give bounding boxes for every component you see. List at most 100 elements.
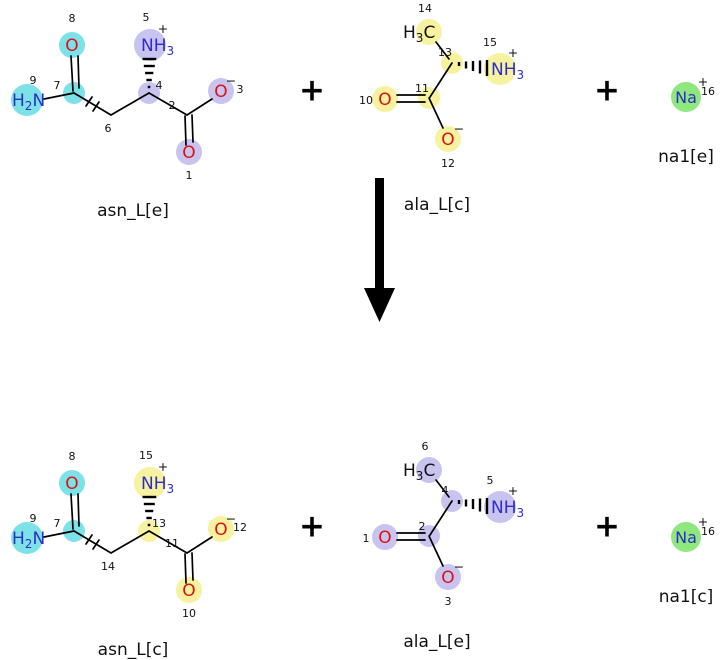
atom-label-o-dbl: O xyxy=(378,90,391,110)
asn-c-structure: O 8 H2N 9 7 NH3 + 15 13 14 11 O − 12 O 1… xyxy=(11,449,247,620)
asn-e-structure: O 8 H2N 9 7 NH3 + 5 4 6 2 O − 3 O 1 xyxy=(11,11,244,182)
map-num-amide-n: 9 xyxy=(30,74,37,87)
map-num-ch2: 14 xyxy=(101,560,115,573)
hashed-wedge-bond xyxy=(457,60,489,76)
atom-label-o-minus: O xyxy=(214,520,227,540)
atom-label-methyl: H3C xyxy=(403,23,435,45)
map-num-ch2: 6 xyxy=(105,122,112,135)
highlight-o-minus xyxy=(208,78,234,104)
atom-label-amine-n: NH3 xyxy=(141,36,174,58)
charge-o-minus: − xyxy=(454,559,464,574)
atom-label-o-dbl: O xyxy=(182,143,195,163)
hashed-wedge-bond xyxy=(457,498,489,514)
map-num-o-dbl: 10 xyxy=(359,94,373,107)
atom-label-o-minus: O xyxy=(214,82,227,102)
map-num-o-minus: 12 xyxy=(233,521,247,534)
map-num-alpha-c: 13 xyxy=(438,46,452,59)
hashed-wedge-bond xyxy=(142,495,157,527)
map-num-methyl: 6 xyxy=(422,440,429,453)
map-num-amine-n: 5 xyxy=(487,474,494,487)
atom-label-amide-o: O xyxy=(65,474,78,494)
atom-label-amide-o: O xyxy=(65,36,78,56)
arrow-head xyxy=(364,288,395,322)
reaction-arrow xyxy=(364,178,395,322)
plus-sign: + xyxy=(594,508,620,545)
atom-label-o-dbl: O xyxy=(378,528,391,548)
map-num-o-minus: 12 xyxy=(441,157,455,170)
plus-sign: + xyxy=(299,72,325,109)
charge-o-minus: − xyxy=(454,121,464,136)
map-num-methyl: 14 xyxy=(418,2,432,15)
na-c-ion: Na + 16 xyxy=(671,514,715,552)
highlight-circles xyxy=(11,29,234,165)
plus-sign: + xyxy=(594,72,620,109)
map-num-o-dbl: 10 xyxy=(182,607,196,620)
atom-label-amine-n: NH3 xyxy=(491,60,524,82)
map-num-o-dbl: 1 xyxy=(363,532,370,545)
charge-amine-n: + xyxy=(508,45,518,60)
highlight-amine-n xyxy=(134,29,166,61)
bond-lines xyxy=(396,479,453,567)
map-num-o-minus: 3 xyxy=(445,595,452,608)
bond-lines xyxy=(396,41,453,129)
map-num-carboxyl-c: 11 xyxy=(165,537,179,550)
molecule-label-na-c: na1[c] xyxy=(658,587,714,607)
map-num-o-dbl: 1 xyxy=(186,169,193,182)
highlight-circles xyxy=(11,467,234,603)
highlight-amine-n xyxy=(134,467,166,499)
charge-sodium: + xyxy=(698,514,708,529)
map-num-amide-n: 9 xyxy=(30,512,37,525)
map-num-carboxyl-c: 2 xyxy=(419,520,426,533)
atom-label-amine-n: NH3 xyxy=(141,474,174,496)
map-num-carboxyl-c: 11 xyxy=(415,82,429,95)
map-num-sodium: 16 xyxy=(701,85,715,98)
map-num-alpha-c: 13 xyxy=(152,517,166,530)
atom-label-sodium: Na xyxy=(675,528,697,547)
atom-label-amide-n: H2N xyxy=(12,91,45,113)
atom-label-o-dbl: O xyxy=(182,581,195,601)
map-num-amide-o: 8 xyxy=(69,12,76,25)
highlight-amide-n xyxy=(11,522,43,554)
charge-amine-n: + xyxy=(508,483,518,498)
highlight-amine-n xyxy=(484,491,516,523)
highlight-o-dbl xyxy=(176,139,202,165)
molecule-label-ala-e: ala_L[e] xyxy=(403,632,471,652)
ala-e-structure: H3C 6 4 NH3 + 5 2 O 1 O − 3 xyxy=(363,440,525,608)
map-num-alpha-c: 4 xyxy=(156,79,163,92)
ala-c-structure: H3C 14 13 NH3 + 15 11 O 10 O − 12 xyxy=(359,2,524,170)
highlight-sodium xyxy=(671,522,701,552)
atom-label-o-minus: O xyxy=(441,130,454,150)
map-num-amide-c: 7 xyxy=(54,517,61,530)
highlight-o-minus xyxy=(435,126,461,152)
na-e-ion: Na + 16 xyxy=(671,74,715,112)
highlight-o-dbl xyxy=(372,524,398,550)
highlight-amide-o xyxy=(59,32,85,58)
charge-sodium: + xyxy=(698,74,708,89)
charge-amine-n: + xyxy=(158,459,168,474)
map-num-carboxyl-c: 2 xyxy=(169,99,176,112)
highlight-circles xyxy=(372,457,516,590)
map-num-alpha-c: 4 xyxy=(442,484,449,497)
highlight-amide-o xyxy=(59,470,85,496)
hashed-wedge-bond xyxy=(142,57,157,89)
highlight-methyl xyxy=(416,19,442,45)
molecule-label-asn-e: asn_L[e] xyxy=(97,201,169,221)
atom-label-o-minus: O xyxy=(441,568,454,588)
highlight-amide-n xyxy=(11,84,43,116)
atom-label-sodium: Na xyxy=(675,88,697,107)
highlight-circles xyxy=(372,19,516,152)
atom-label-amide-n: H2N xyxy=(12,529,45,551)
map-num-amine-n: 5 xyxy=(143,11,150,24)
highlight-o-dbl xyxy=(372,86,398,112)
charge-o-minus: − xyxy=(226,511,236,526)
charge-o-minus: − xyxy=(226,73,236,88)
atom-label-methyl: H3C xyxy=(403,461,435,483)
map-num-amide-o: 8 xyxy=(69,450,76,463)
highlight-o-minus xyxy=(435,564,461,590)
highlight-o-dbl xyxy=(176,577,202,603)
charge-amine-n: + xyxy=(158,21,168,36)
map-num-amide-c: 7 xyxy=(54,79,61,92)
highlight-methyl xyxy=(416,457,442,483)
map-num-sodium: 16 xyxy=(701,525,715,538)
